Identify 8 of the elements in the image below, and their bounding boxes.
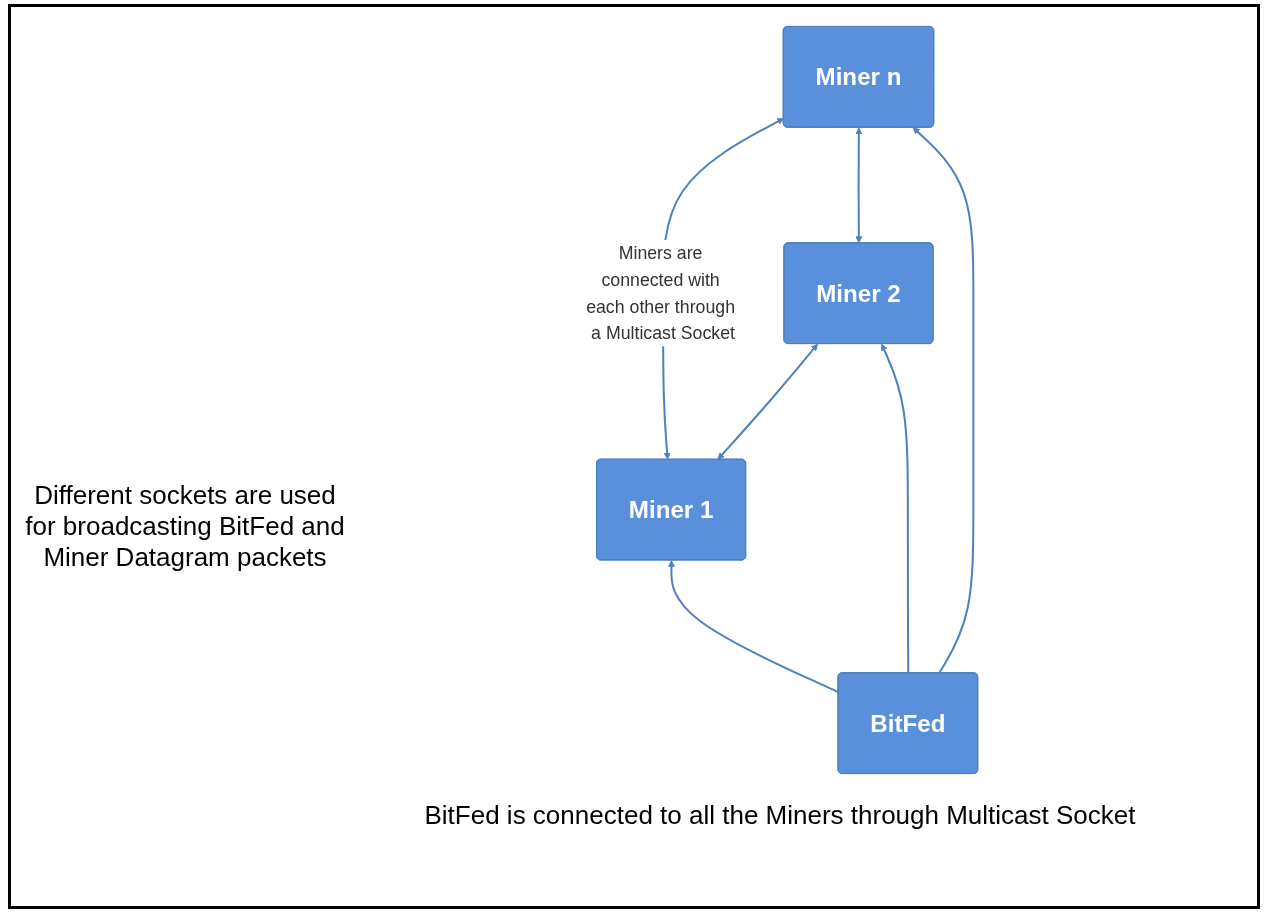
arrow <box>717 343 818 460</box>
edge-label: Miners are connected with each other through a Multicast Socket <box>586 243 735 344</box>
node-caption: BitFed is connected to all the Miners through Multicast Socket <box>423 800 1137 831</box>
arrow <box>880 343 910 674</box>
arrow <box>855 127 863 244</box>
arrow <box>912 127 975 674</box>
arrow <box>667 560 839 693</box>
note-text: Different sockets are used for broadcasting BitFed and Miner Datagram packets <box>24 480 346 573</box>
